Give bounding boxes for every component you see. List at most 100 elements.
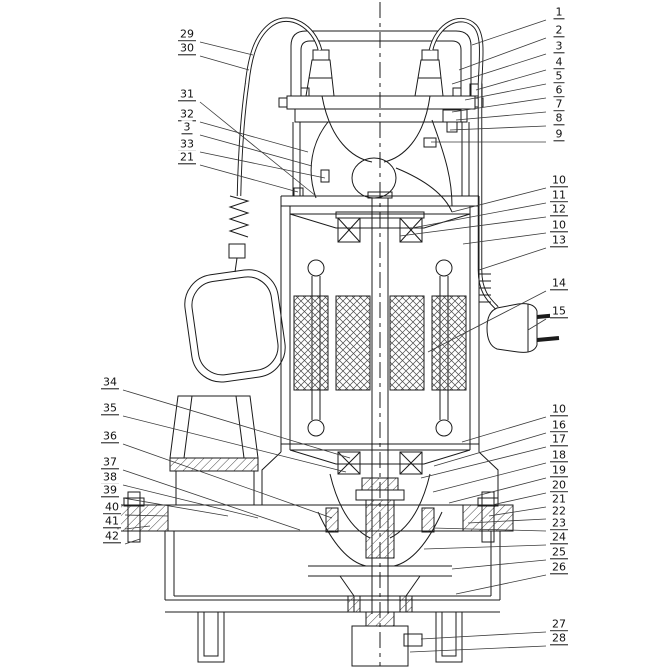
motor-shell xyxy=(280,122,491,452)
callout-label-16: 16 xyxy=(550,418,568,433)
leader-line-18 xyxy=(432,462,547,493)
callout-label-30: 30 xyxy=(178,41,196,56)
leader-line-30 xyxy=(199,55,250,71)
leader-line-23 xyxy=(432,527,547,532)
callout-label-10: 10 xyxy=(550,218,568,233)
leader-line-13 xyxy=(478,247,547,271)
callout-label-1: 1 xyxy=(553,5,565,20)
leader-line-15 xyxy=(527,318,547,331)
leader-line-41 xyxy=(124,525,151,530)
callout-label-6: 6 xyxy=(553,83,565,98)
callout-label-14: 14 xyxy=(550,276,568,291)
callout-label-41: 41 xyxy=(103,514,121,529)
leader-line-27 xyxy=(420,631,547,640)
callout-label-11: 11 xyxy=(550,188,568,203)
leader-line-5 xyxy=(464,83,547,101)
leader-line-7 xyxy=(455,111,547,121)
leader-line-10 xyxy=(451,187,547,213)
capacitor-and-wiring xyxy=(310,95,453,213)
callout-label-26: 26 xyxy=(550,560,568,575)
leader-line-34 xyxy=(122,389,351,459)
callout-label-37: 37 xyxy=(101,455,119,470)
volute-and-impeller xyxy=(261,451,499,577)
callout-label-23: 23 xyxy=(550,516,568,531)
leader-line-21 xyxy=(199,164,299,193)
callout-label-8: 8 xyxy=(553,111,565,126)
callout-label-20: 20 xyxy=(550,478,568,493)
leader-line-38 xyxy=(122,484,259,519)
leader-line-40 xyxy=(124,514,169,517)
callout-label-3: 3 xyxy=(553,39,565,54)
callout-label-18: 18 xyxy=(550,448,568,463)
leader-line-14 xyxy=(427,290,547,353)
float-switch xyxy=(184,269,286,383)
discharge-outlet xyxy=(169,395,259,506)
lower-bearing xyxy=(289,449,471,475)
callout-label-17: 17 xyxy=(550,432,568,447)
bottom-stand xyxy=(164,531,501,663)
callout-label-40: 40 xyxy=(103,500,121,515)
suction-and-drain xyxy=(339,575,423,667)
leader-line-11 xyxy=(411,202,547,229)
callout-label-5: 5 xyxy=(553,69,565,84)
leader-line-8 xyxy=(449,125,547,131)
leader-line-2 xyxy=(458,37,547,71)
upper-bearing xyxy=(289,211,471,243)
callout-label-32: 32 xyxy=(178,107,196,122)
callout-label-10: 10 xyxy=(550,173,568,188)
base-plate xyxy=(117,491,514,543)
callout-label-38: 38 xyxy=(101,470,119,485)
leader-line-28 xyxy=(409,645,547,653)
callout-label-9: 9 xyxy=(553,127,565,142)
callout-label-2: 2 xyxy=(553,23,565,38)
callout-label-39: 39 xyxy=(101,483,119,498)
callout-label-42: 42 xyxy=(103,529,121,544)
leader-line-36 xyxy=(122,443,333,519)
callout-label-27: 27 xyxy=(550,617,568,632)
leader-line-3 xyxy=(451,53,547,85)
leader-line-39 xyxy=(122,497,229,517)
callout-label-7: 7 xyxy=(553,97,565,112)
callout-label-21: 21 xyxy=(178,150,196,165)
leader-line-22 xyxy=(467,518,547,524)
leader-line-3 xyxy=(199,134,313,167)
leader-line-12 xyxy=(399,216,547,237)
leader-line-21 xyxy=(488,506,547,517)
callout-label-36: 36 xyxy=(101,429,119,444)
leader-line-17 xyxy=(420,446,547,479)
leader-line-10 xyxy=(461,416,547,443)
leader-line-10 xyxy=(462,232,547,245)
callout-label-24: 24 xyxy=(550,530,568,545)
leader-line-26 xyxy=(455,574,547,595)
callout-label-19: 19 xyxy=(550,463,568,478)
callout-label-25: 25 xyxy=(550,545,568,560)
leader-line-25 xyxy=(451,559,547,570)
callout-label-3: 3 xyxy=(181,120,193,135)
leader-line-1 xyxy=(471,19,547,46)
cable-glands xyxy=(305,49,444,97)
leader-line-31 xyxy=(199,101,317,197)
callout-label-33: 33 xyxy=(178,137,196,152)
callout-label-28: 28 xyxy=(550,631,568,646)
callout-label-12: 12 xyxy=(550,202,568,217)
leader-lines xyxy=(122,19,547,653)
callout-label-10: 10 xyxy=(550,402,568,417)
callout-label-13: 13 xyxy=(550,233,568,248)
cable-strain-spring xyxy=(228,195,250,273)
leader-line-37 xyxy=(122,469,301,531)
leader-line-29 xyxy=(199,41,254,56)
leader-line-16 xyxy=(433,432,547,467)
callout-label-31: 31 xyxy=(178,87,196,102)
leader-line-32 xyxy=(199,121,309,153)
callout-label-15: 15 xyxy=(550,304,568,319)
leader-line-19 xyxy=(448,477,547,504)
leader-line-24 xyxy=(423,544,547,550)
leader-line-42 xyxy=(124,538,141,545)
leader-line-6 xyxy=(451,97,547,113)
callout-label-29: 29 xyxy=(178,27,196,42)
callout-label-4: 4 xyxy=(553,55,565,70)
stator-windings xyxy=(293,295,467,391)
